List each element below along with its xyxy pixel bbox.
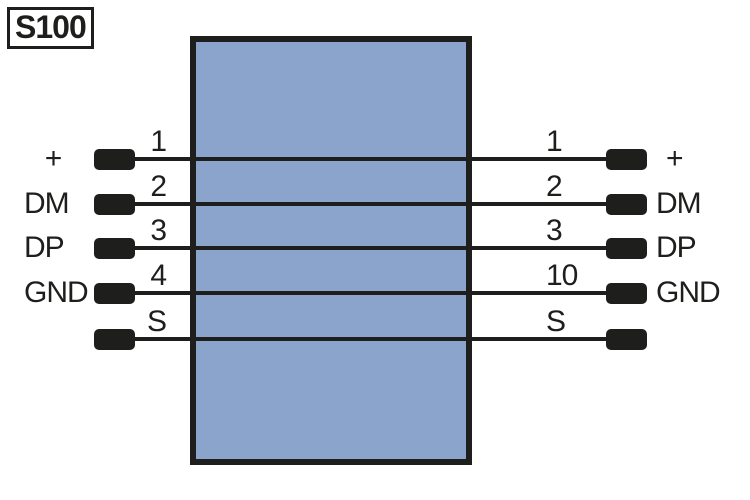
left-signal-label: DP bbox=[24, 231, 65, 264]
right-signal-label: DP bbox=[656, 231, 697, 264]
left-pin-number: 3 bbox=[150, 214, 167, 247]
left-pin-terminal bbox=[94, 329, 135, 350]
left-signal-label: DM bbox=[24, 187, 70, 220]
right-pin-number: 3 bbox=[546, 214, 563, 247]
right-pin-terminal bbox=[606, 329, 647, 350]
right-pin-number: S bbox=[546, 305, 566, 338]
left-pin-terminal bbox=[94, 194, 135, 215]
right-pin-number: 2 bbox=[546, 170, 563, 203]
left-pin-terminal bbox=[94, 149, 135, 170]
left-signal-label: + bbox=[44, 142, 63, 175]
right-signal-label: GND bbox=[656, 276, 721, 309]
right-pin-terminal bbox=[606, 283, 647, 304]
right-signal-label: DM bbox=[656, 187, 702, 220]
device-body-rect bbox=[190, 36, 472, 465]
left-pin-terminal bbox=[94, 283, 135, 304]
wire-line bbox=[114, 246, 626, 250]
wire-line bbox=[114, 291, 626, 295]
left-pin-terminal bbox=[94, 238, 135, 259]
right-pin-number: 10 bbox=[546, 259, 578, 292]
right-pin-number: 1 bbox=[546, 125, 563, 158]
right-pin-terminal bbox=[606, 194, 647, 215]
right-pin-terminal bbox=[606, 238, 647, 259]
left-signal-label bbox=[24, 324, 90, 354]
left-pin-number: 4 bbox=[150, 259, 167, 292]
left-pin-number: 1 bbox=[150, 125, 167, 158]
left-pin-number: 2 bbox=[150, 170, 167, 203]
right-signal-label: + bbox=[666, 142, 684, 175]
left-signal-label: GND bbox=[24, 276, 89, 309]
right-signal-label bbox=[656, 324, 726, 354]
wire-line bbox=[114, 202, 626, 206]
right-pin-terminal bbox=[606, 149, 647, 170]
wire-line bbox=[114, 157, 626, 161]
diagram-title: S100 bbox=[7, 7, 94, 49]
left-pin-number: S bbox=[146, 305, 167, 338]
wire-line bbox=[114, 337, 626, 341]
